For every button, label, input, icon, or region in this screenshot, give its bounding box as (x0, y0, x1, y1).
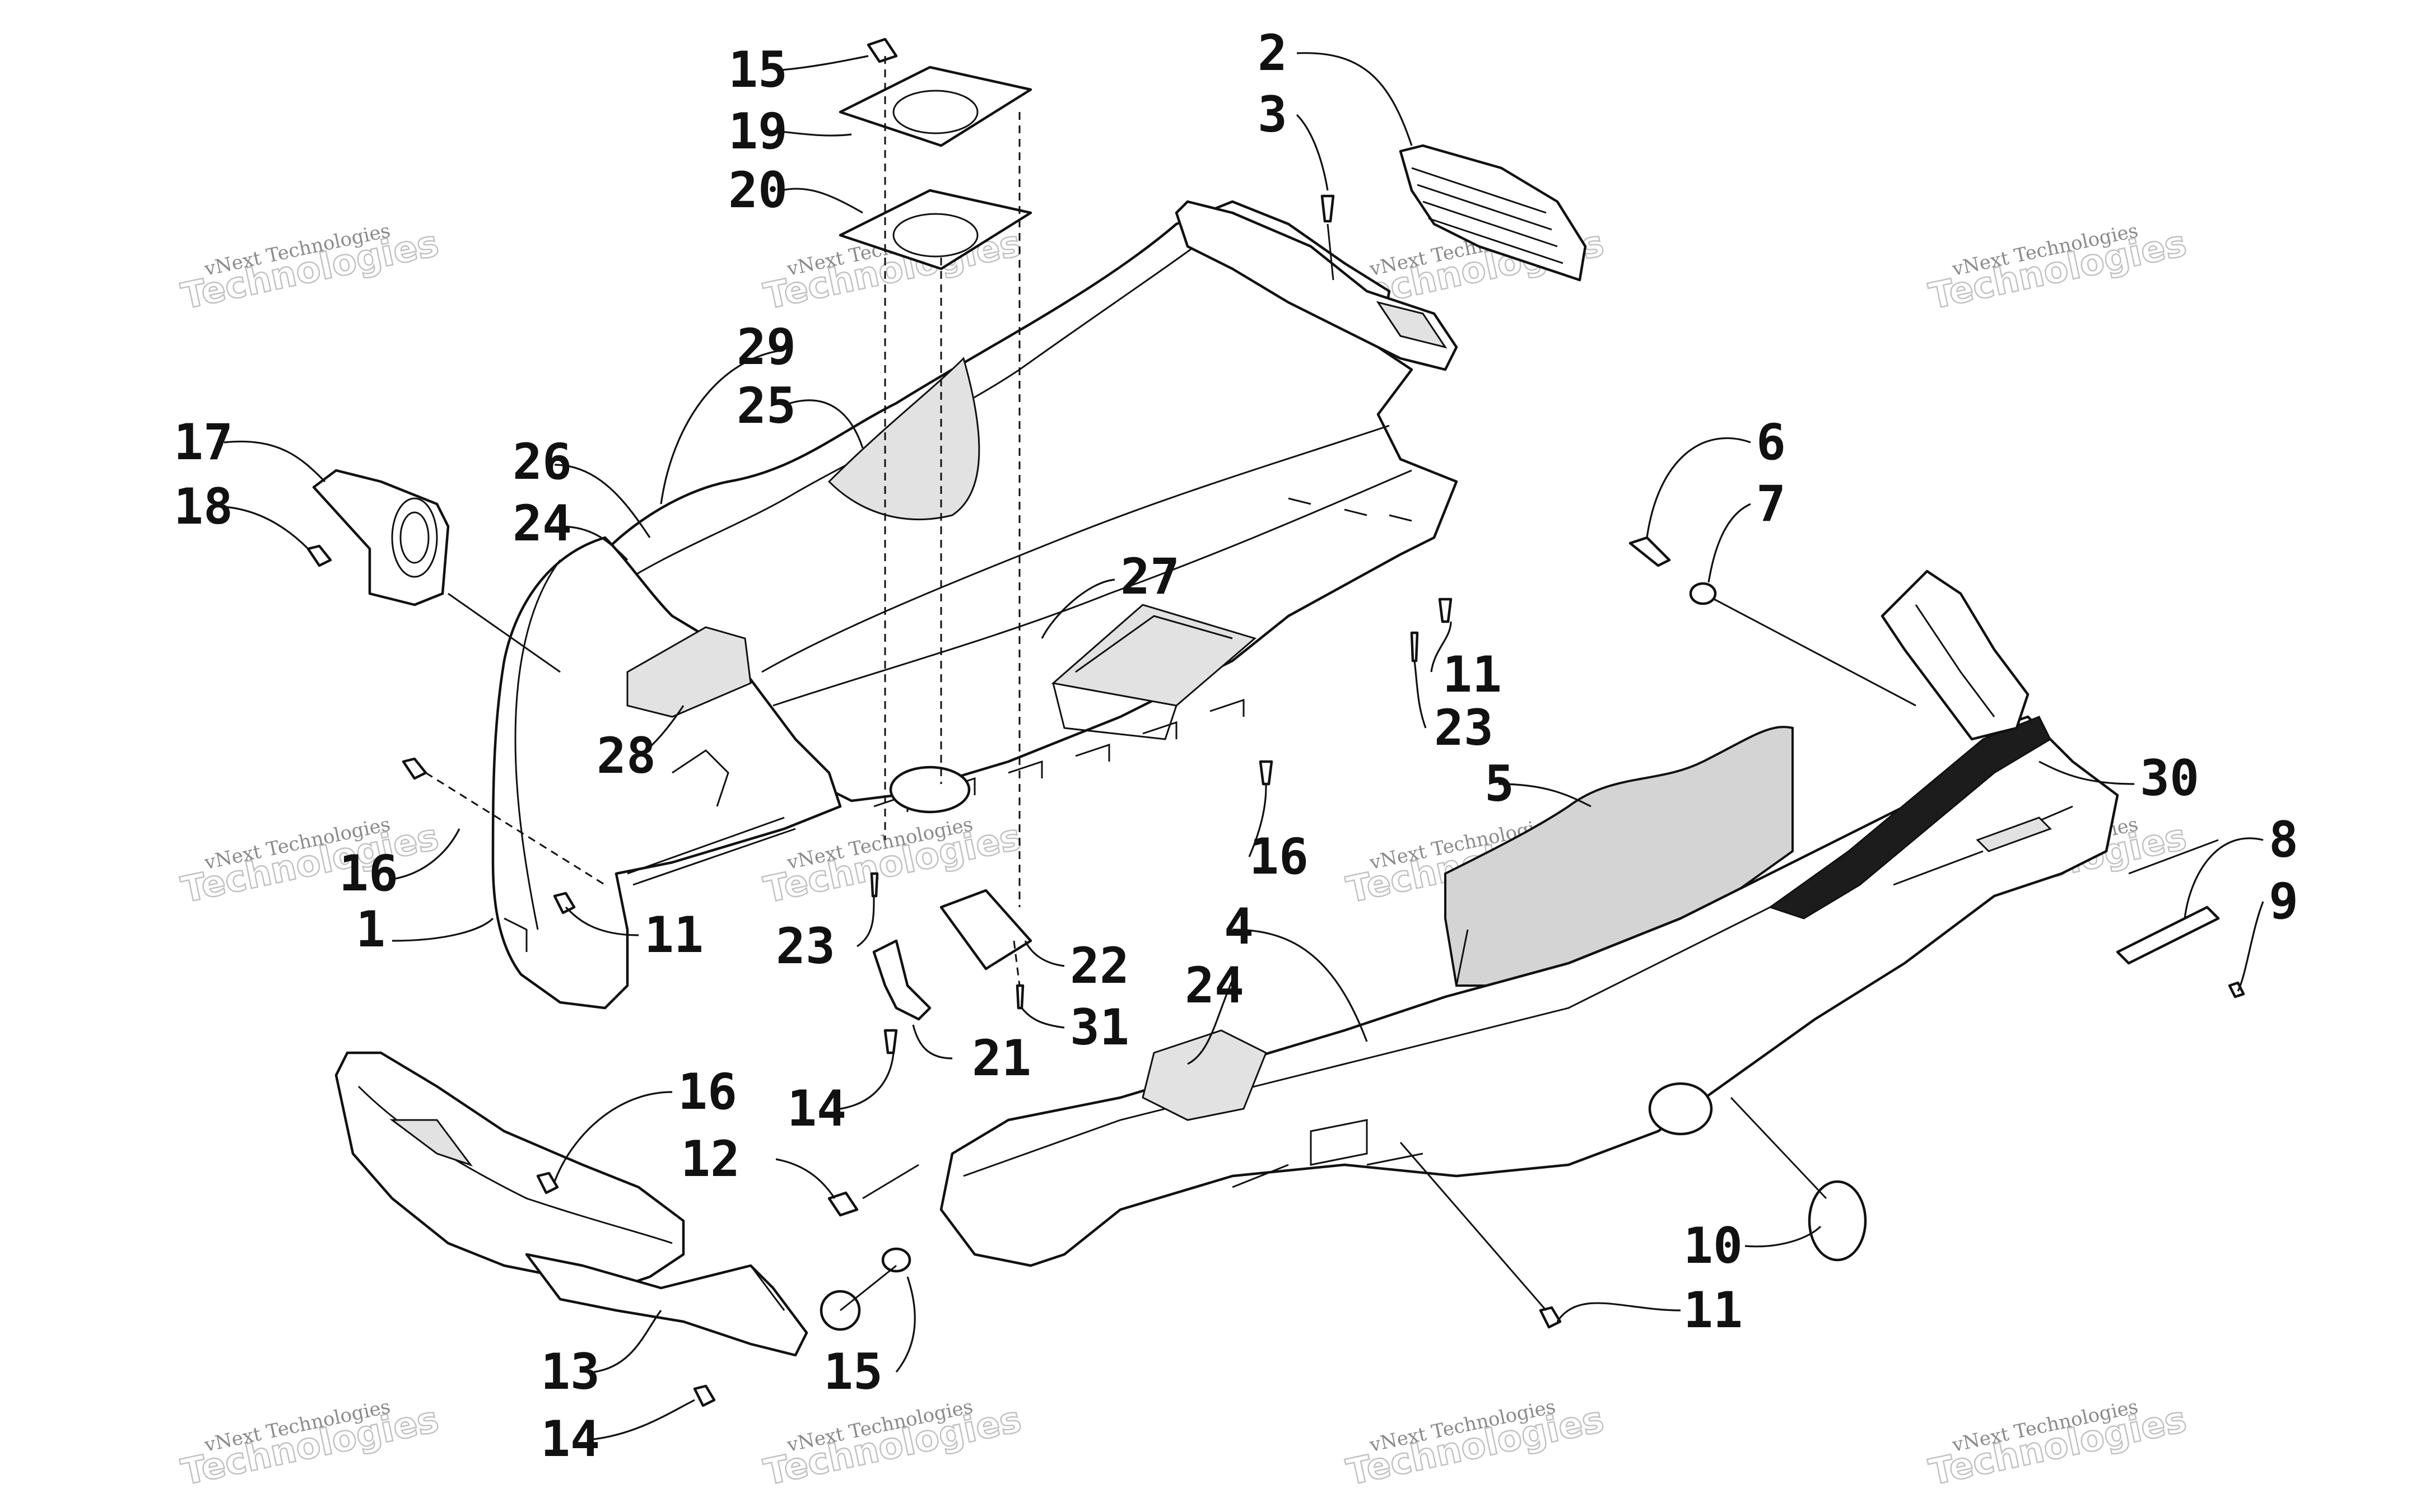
callout-10: 10 (1683, 1217, 1743, 1275)
callout-9: 9 (2269, 872, 2298, 930)
badge-part-8 (2116, 906, 2220, 965)
callout-5: 5 (1484, 755, 1514, 813)
callout-17: 17 (174, 413, 233, 471)
watermark: Technologies vNext Technologies (177, 1396, 443, 1495)
callout-22: 22 (1070, 937, 1129, 995)
callout-11-b: 11 (644, 906, 704, 964)
leader-lines (224, 52, 2264, 1440)
callout-31: 31 (1070, 998, 1129, 1056)
callout-21: 21 (972, 1029, 1031, 1087)
clip-part-12 (827, 1191, 859, 1217)
callout-16-c: 16 (678, 1063, 737, 1121)
callout-13: 13 (541, 1343, 600, 1401)
watermark: Technologies vNext Technologies (1925, 220, 2190, 319)
watermark: Technologies vNext Technologies (177, 813, 443, 912)
cap-part-10 (1808, 1180, 1867, 1262)
callout-19: 19 (728, 102, 788, 160)
callout-14-b: 14 (541, 1410, 600, 1468)
side-panel-part-4 (939, 570, 2119, 1267)
callout-23-b: 23 (776, 917, 835, 975)
watermark: Technologies vNext Technologies (1342, 1396, 1608, 1495)
callout-30: 30 (2140, 749, 2199, 807)
callout-7: 7 (1756, 475, 1786, 533)
callout-3: 3 (1258, 86, 1287, 143)
watermark: Technologies vNext Technologies (760, 1396, 1025, 1495)
callout-8: 8 (2269, 811, 2298, 869)
bracket-part-21 (872, 939, 932, 1021)
callout-26: 26 (513, 433, 572, 491)
boot-part-17 (312, 469, 450, 606)
watermark: Technologies vNext Technologies (1925, 1396, 2190, 1495)
assembly-lines (425, 56, 2219, 1312)
front-duct-part-2 (1175, 144, 1587, 371)
foam-block-part-5 (1444, 726, 1794, 987)
nut-part-15-bottom (820, 1247, 911, 1331)
plate-part-22 (939, 889, 1032, 970)
callout-29: 29 (737, 318, 796, 376)
callout-4: 4 (1224, 898, 1254, 955)
callout-labels: 1 2 3 4 5 6 7 8 9 10 11 11 11 11 12 13 1… (174, 24, 2298, 1468)
callout-15-a: 15 (728, 41, 788, 99)
plate-part-20 (839, 189, 1032, 270)
bumper-part-13 (334, 1051, 808, 1357)
washer-part-7 (1689, 582, 1717, 605)
callout-20: 20 (728, 161, 788, 219)
callout-15-b: 15 (823, 1343, 883, 1401)
callout-18: 18 (174, 478, 233, 535)
callout-11-c: 11 (1683, 1281, 1743, 1339)
plate-part-19 (839, 66, 1032, 147)
callout-24-a: 24 (513, 494, 572, 552)
bolt-part-6 (1628, 536, 1671, 567)
callout-6: 6 (1756, 413, 1786, 471)
callout-11-a: 11 (1442, 646, 1502, 703)
callout-24-b: 24 (1185, 956, 1244, 1014)
callout-28: 28 (597, 727, 656, 785)
callout-2: 2 (1258, 24, 1287, 82)
callout-25: 25 (737, 377, 796, 435)
callout-23-a: 23 (1434, 699, 1493, 757)
left-fender-part-1 (491, 536, 842, 1010)
callout-12: 12 (681, 1130, 740, 1188)
callout-14-a: 14 (787, 1080, 846, 1137)
nut-part-15-top (867, 38, 898, 63)
callout-16-a: 16 (339, 844, 398, 902)
callout-1: 1 (356, 900, 385, 958)
callout-27: 27 (1120, 548, 1180, 605)
callout-16-b: 16 (1249, 828, 1309, 885)
watermark: Technologies vNext Technologies (177, 220, 443, 319)
